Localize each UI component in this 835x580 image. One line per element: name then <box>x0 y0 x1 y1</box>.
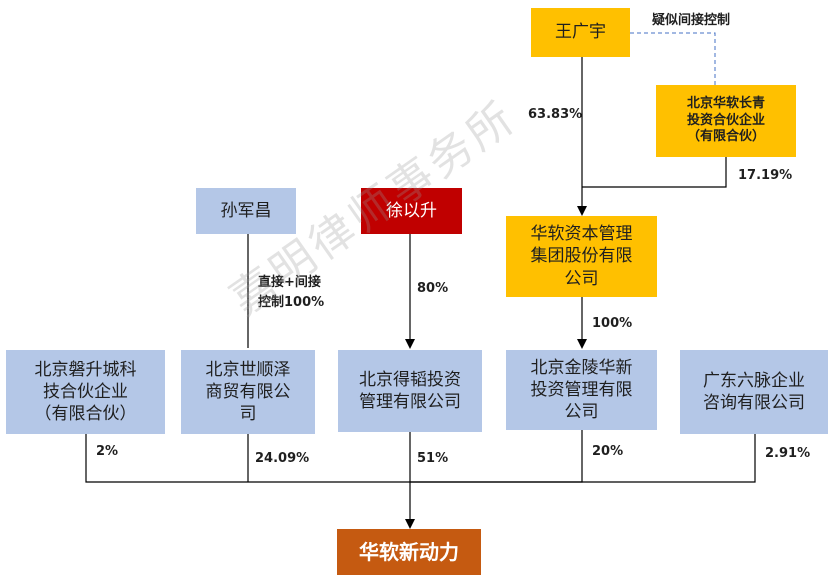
changqing-to-group-line <box>582 157 727 188</box>
label-shishun-pct: 24.09% <box>255 451 310 466</box>
node-detao: 北京得韬投资 管理有限公司 <box>338 350 482 432</box>
node-jinling: 北京金陵华新 投资管理有限 公司 <box>506 350 657 430</box>
label-changqing-pct: 17.19% <box>738 168 793 183</box>
label-liumai-pct: 2.91% <box>765 446 811 461</box>
node-shishun: 北京世顺泽 商贸有限公 司 <box>181 350 315 434</box>
label-group-pct: 100% <box>592 316 633 331</box>
node-pansheng: 北京磐升城科 技合伙企业 （有限合伙） <box>6 350 165 434</box>
label-jinling-pct: 20% <box>592 444 624 459</box>
liumai-to-target-line <box>410 434 756 483</box>
node-sun-junchang: 孙军昌 <box>196 188 296 234</box>
node-wang-guangyu: 王广宇 <box>531 8 630 57</box>
node-liumai: 广东六脉企业 咨询有限公司 <box>680 350 828 434</box>
indirect-control-dashed-line <box>630 32 716 85</box>
node-huaruan-group: 华软资本管理 集团股份有限 公司 <box>506 216 657 297</box>
node-xu-yisheng: 徐以升 <box>361 188 462 234</box>
label-detao-pct: 51% <box>417 451 449 466</box>
label-sun-control: 直接+间接 控制100% <box>258 275 325 311</box>
node-huaruan-xindongli: 华软新动力 <box>337 529 481 575</box>
label-xu-pct: 80% <box>417 281 449 296</box>
pansheng-to-target-line <box>85 434 410 483</box>
node-changqing: 北京华软长青 投资合伙企业 （有限合伙） <box>656 85 796 157</box>
label-pansheng-pct: 2% <box>96 444 119 459</box>
label-indirect-control: 疑似间接控制 <box>652 13 731 28</box>
label-wang-pct: 63.83% <box>528 107 583 122</box>
